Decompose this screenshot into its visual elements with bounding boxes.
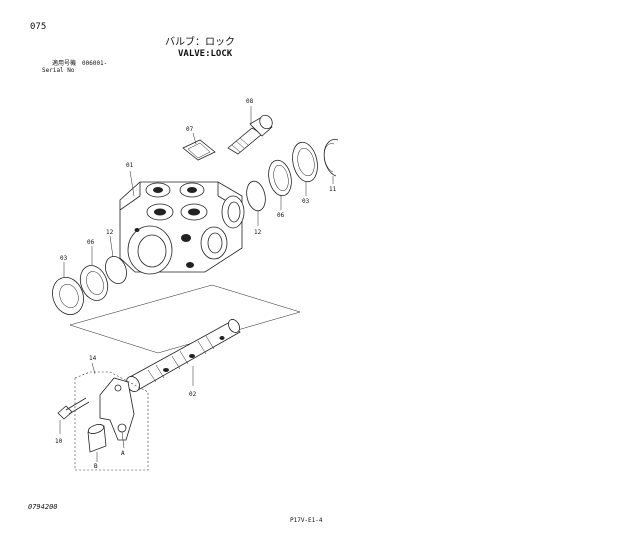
callout-03-right: 03	[302, 198, 310, 205]
part-12-oring-left	[105, 235, 127, 284]
callout-02: 02	[189, 391, 197, 398]
part-10-bolt	[57, 397, 90, 434]
part-06-ring-left	[79, 246, 109, 301]
document-code: 0794200	[28, 503, 58, 511]
callout-12-left: 12	[106, 229, 114, 236]
part-03-ring-left	[52, 262, 84, 315]
callout-06-right: 06	[277, 212, 285, 219]
callout-10: 10	[55, 438, 63, 445]
callout-08: 08	[246, 98, 254, 105]
serial-value: 006001-	[82, 60, 108, 67]
part-01-valve-body	[119, 170, 245, 275]
callout-A: A	[121, 450, 125, 457]
title-japanese: バルブ：ロック	[165, 37, 235, 48]
part-02-spool	[69, 284, 301, 392]
page-number: 075	[30, 22, 47, 32]
callout-B: B	[94, 463, 98, 470]
part-06-ring-right	[268, 159, 292, 210]
serial-label-english: Serial No	[42, 67, 75, 74]
callout-06-left: 06	[87, 239, 95, 246]
part-03-ring-right	[292, 141, 318, 196]
callout-12-right: 12	[254, 229, 262, 236]
serial-label-japanese: 適用号機	[52, 60, 77, 67]
sheet-code: P17V-E1-4	[290, 517, 323, 524]
title-english: VALVE:LOCK	[178, 49, 233, 59]
callout-01: 01	[126, 162, 134, 169]
part-07-plate	[182, 132, 216, 161]
callout-11: 11	[329, 186, 337, 193]
part-12-oring-right	[246, 180, 266, 226]
part-14-lever-assembly	[74, 362, 149, 471]
callout-03-left: 03	[60, 255, 68, 262]
part-11-snap-ring	[323, 139, 339, 184]
part-08-plug	[227, 106, 273, 155]
callout-14: 14	[89, 355, 97, 362]
callout-07: 07	[186, 126, 194, 133]
